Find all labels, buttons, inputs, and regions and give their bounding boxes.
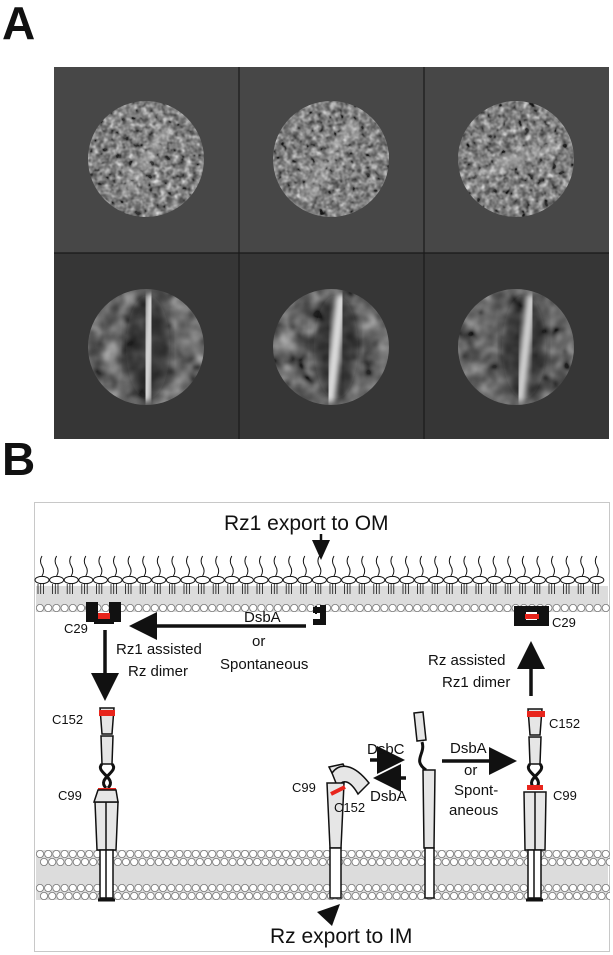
rz-rz1-pathway-diagram: Rz1 export to OM Rz export to IM C29 C29… — [34, 502, 610, 952]
c99-left-label: C99 — [58, 788, 82, 803]
micrograph-bottom-2 — [273, 289, 389, 405]
panel-label-b: B — [2, 433, 36, 485]
c152-right-label: C152 — [549, 716, 580, 731]
panel-label-a: A — [2, 0, 36, 49]
c29-right-label: C29 — [552, 615, 576, 630]
rz-dimer-label: Rz dimer — [128, 663, 188, 680]
rz1-export-label: Rz1 export to OM — [224, 512, 389, 535]
c99-mid-label: C99 — [292, 780, 316, 795]
or-label: or — [252, 633, 265, 650]
dsba-back-label: DsbA — [370, 788, 407, 805]
or-fwd-label: or — [464, 762, 477, 779]
c152-right-mark — [527, 711, 545, 717]
c152-left-mark — [99, 710, 115, 716]
micrograph-bottom-3 — [458, 289, 574, 405]
rz-monomer-extended — [413, 711, 436, 899]
rz1-dimer-right — [514, 606, 549, 626]
dsba-label: DsbA — [244, 609, 281, 626]
spontaneous-label: Spontaneous — [220, 656, 308, 673]
c99-mid-mark — [330, 785, 346, 796]
c99-right-label: C99 — [553, 788, 577, 803]
rz1-dimer-label: Rz1 dimer — [442, 674, 510, 691]
rz-export-label: Rz export to IM — [270, 925, 412, 948]
dsba-fwd-label: DsbA — [450, 740, 487, 757]
rz1-export-arrowhead — [312, 540, 330, 560]
micrograph-grid — [54, 67, 609, 439]
micrograph-top-1 — [88, 101, 204, 217]
c99-right-mark — [527, 785, 543, 790]
c152-mid-label: C152 — [334, 800, 365, 815]
rz1-monomer — [313, 605, 326, 625]
c29-left-label: C29 — [64, 621, 88, 636]
rz-monomer-bent — [326, 763, 371, 899]
spont-label: Spont- — [454, 782, 498, 799]
rz1-dimer-left — [86, 602, 121, 624]
outer-membrane-lipids — [34, 555, 610, 613]
rz-export-arrowhead — [317, 904, 340, 926]
micrograph-top-3 — [458, 101, 574, 217]
dsbc-label: DsbC — [367, 741, 405, 758]
rz1-assisted-label: Rz1 assisted — [116, 641, 202, 658]
c152-left-label: C152 — [52, 712, 83, 727]
micrograph-bottom-1 — [88, 289, 204, 405]
rz-assisted-label: Rz assisted — [428, 652, 506, 669]
aneous-label: aneous — [449, 802, 498, 819]
